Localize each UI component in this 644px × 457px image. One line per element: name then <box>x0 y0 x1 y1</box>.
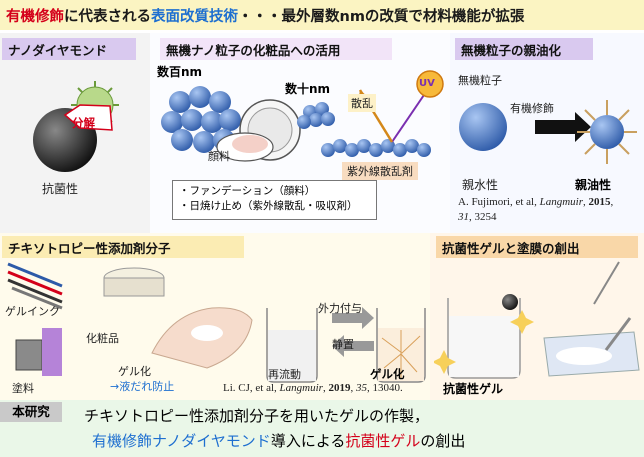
title-part-organic: 有機修飾 <box>6 9 64 25</box>
lipo-reference-line2: 31, 3254 <box>458 211 497 223</box>
conclusion-line2: 有機修飾ナノダイヤモンド導入による抗菌性ゲルの創出 <box>92 430 465 451</box>
title-bar <box>0 0 644 30</box>
decompose-badge: 分解 <box>72 116 95 130</box>
inorganic-particle-label: 無機粒子 <box>458 74 502 87</box>
conclusion-panel <box>0 400 644 457</box>
title-part-rest: ・・・最外層数nmの改質で材料機能が拡張 <box>238 9 525 25</box>
lipophilic-label: 親油性 <box>575 178 612 192</box>
ref-authors: A. Fujimori, et al, <box>458 196 540 208</box>
cosmetic-uses-box: ・ファンデーション（顔料） ・日焼け止め（紫外線散乱・吸収剤） <box>172 180 377 220</box>
antibacterial-label: 抗菌性 <box>42 182 79 196</box>
ref2-journal: Langmuir <box>279 382 323 394</box>
ref2-authors: Li. CJ, et al, <box>223 382 280 394</box>
scatter-label: 散乱 <box>348 94 376 112</box>
title-part-surface: 表面改質技術 <box>151 9 238 25</box>
uv-label: UV <box>419 78 435 89</box>
gel-header: 抗菌性ゲルと塗膜の創出 <box>436 236 638 258</box>
size-large-label: 数百nm <box>157 65 203 79</box>
thixo-reference: Li. CJ, et al, Langmuir, 2019, 35, 13040… <box>223 382 403 394</box>
ref2-pages: , 13040. <box>366 382 403 394</box>
antibacterial-gel-illustration <box>434 261 640 379</box>
ref-year: 2015 <box>588 196 611 208</box>
gelation-text: ゲル化 <box>118 365 151 378</box>
title-part-represented: に代表される <box>64 9 151 25</box>
external-force-label: 外力付与 <box>318 302 362 315</box>
nd-header: ナノダイヤモンド <box>2 38 136 60</box>
conclusion-line1: チキソトロピー性添加剤分子を用いたゲルの作製， <box>84 407 430 425</box>
conclusion-intro: 導入による <box>270 432 346 450</box>
conclusion-nd: 有機修飾ナノダイヤモンド <box>92 432 271 450</box>
use-foundation: ・ファンデーション（顔料） <box>179 185 316 197</box>
organic-modification-label: 有機修飾 <box>510 102 554 115</box>
lipo-header: 無機粒子の親油化 <box>455 38 593 60</box>
paint-label: 塗料 <box>12 382 34 395</box>
cosmetic-illustration <box>161 70 444 162</box>
conclusion-end: の創出 <box>420 432 466 450</box>
standing-label: 静置 <box>332 338 354 351</box>
thixo-header: チキソトロピー性添加剤分子 <box>2 236 244 258</box>
gelled-label: ゲル化 <box>370 367 405 381</box>
ref2-volume: 35 <box>355 382 367 394</box>
uv-agent-label: 紫外線散乱剤 <box>342 162 418 180</box>
page-title: 有機修飾に代表される表面改質技術・・・最外層数nmの改質で材料機能が拡張 <box>6 5 524 26</box>
ref-pages: , 3254 <box>469 211 497 223</box>
pigment-label: 顔料 <box>208 150 230 163</box>
ref-journal: Langmuir <box>539 196 583 208</box>
nanodiamond-illustration <box>33 81 119 172</box>
ref-volume: 31 <box>458 211 469 223</box>
drip-prevention-text: →液だれ防止 <box>110 380 175 393</box>
this-study-tag: 本研究 <box>0 402 62 422</box>
hydrophilic-label: 親水性 <box>462 178 499 192</box>
cosmetic-header: 無機ナノ粒子の化粧品への活用 <box>160 38 392 60</box>
lipophilization-illustration <box>459 100 637 164</box>
gel-ink-label: ゲルインク <box>5 305 60 318</box>
size-small-label: 数十nm <box>285 82 331 96</box>
use-sunscreen: ・日焼け止め（紫外線散乱・吸収剤） <box>179 200 358 212</box>
ref2-year: 2019 <box>328 382 351 394</box>
antibacterial-gel-label: 抗菌性ゲル <box>443 382 504 396</box>
thixotropy-illustration <box>7 262 426 383</box>
cosmetic-label: 化粧品 <box>86 332 119 345</box>
lipo-reference-line1: A. Fujimori, et al, Langmuir, 2015, <box>458 196 614 208</box>
conclusion-gel: 抗菌性ゲル <box>345 432 421 450</box>
reflow-label: 再流動 <box>268 368 301 381</box>
